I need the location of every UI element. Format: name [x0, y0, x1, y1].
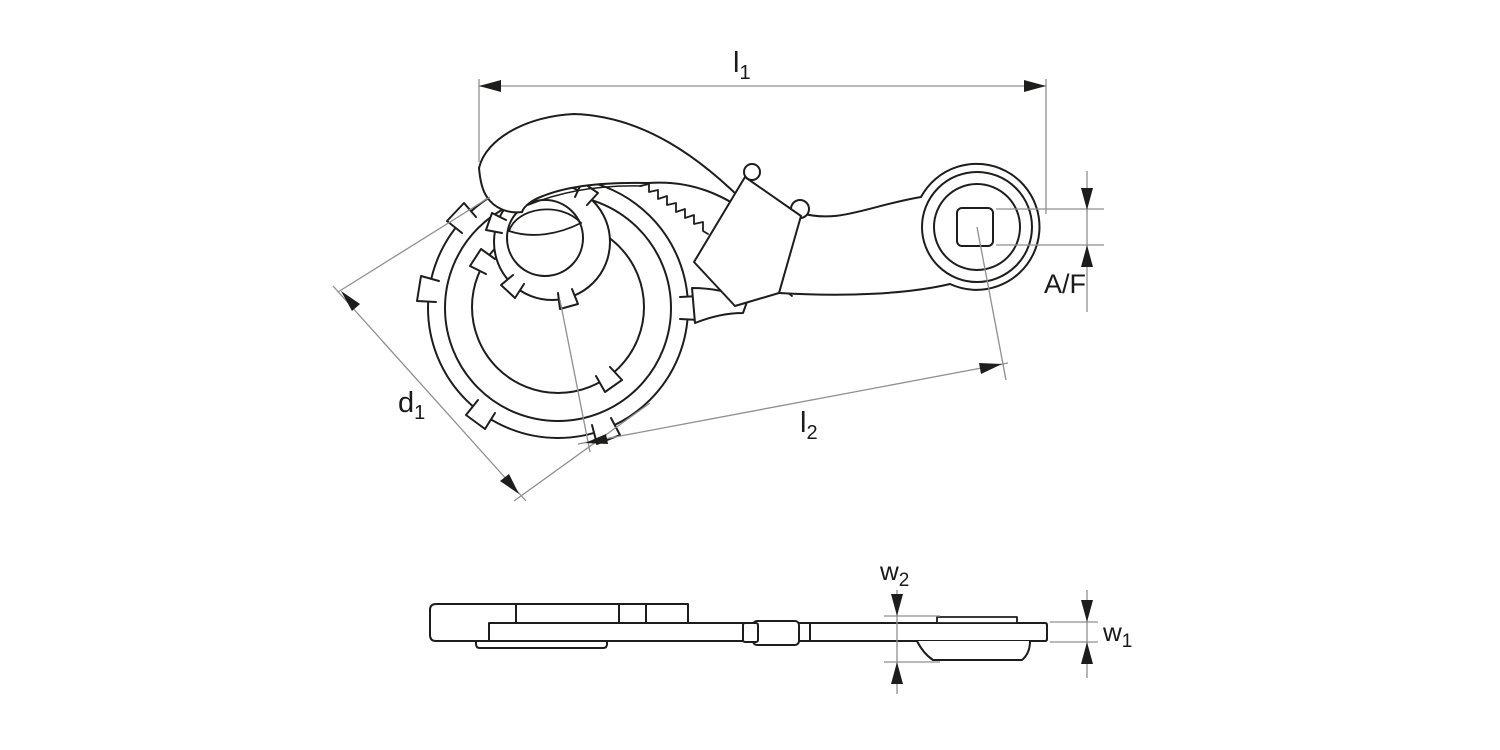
side-head-block [429, 603, 689, 642]
pivot-cam-arc [508, 208, 582, 232]
hook-arm-crescent [478, 113, 767, 229]
d1-extension-upper [337, 196, 491, 293]
l2-arrow-left [585, 434, 608, 444]
side-view [429, 603, 1048, 661]
dimension-labels: l1 d1 l2 A/F w2 w1 [398, 47, 1132, 652]
drive-boss-circle-mid [921, 171, 1033, 283]
handle [778, 162, 1041, 296]
slider-ear-top [743, 163, 761, 181]
dimension-arrowheads [341, 80, 1093, 684]
l1-arrow-right [1024, 80, 1046, 92]
pivot-bore-circle [506, 199, 584, 277]
w2-arrow-bottom [891, 662, 903, 684]
ring-tab-left [416, 275, 440, 303]
drive-boss-circle-inner [933, 183, 1021, 271]
square-drive-hole [956, 207, 994, 247]
adjuster-slider [693, 176, 802, 307]
nut-face-tab-lower-right [595, 366, 623, 393]
side-drive-boss [916, 640, 1031, 661]
w1-arrow-bottom [1081, 642, 1093, 664]
d1-arrow-lower [500, 474, 519, 494]
adjust-ring-tab-lower-left [500, 274, 525, 299]
label-l2: l2 [800, 407, 818, 444]
hook-arm-band-line [527, 185, 643, 206]
side-bottom-plate [475, 640, 608, 649]
adjust-ring-tab-left [485, 212, 507, 234]
w2-arrow-top [891, 594, 903, 616]
d1-arrow-upper [341, 291, 360, 311]
d1-extension-lower [513, 402, 651, 502]
l2-leader-square-center [976, 226, 1007, 381]
l2-leader-ring-center [559, 299, 591, 453]
label-l1: l1 [733, 47, 751, 84]
label-d1: d1 [398, 387, 425, 424]
d1-dimension-line [332, 285, 527, 502]
dimension-lines [332, 79, 1104, 694]
label-w2: w2 [879, 556, 909, 591]
ring-tab-lower-left [465, 399, 496, 430]
l2-dimension-line [577, 362, 1009, 445]
adjust-ring-tab-bottom [557, 288, 579, 310]
af-arrow-bottom [1081, 245, 1093, 267]
side-pivot-housing [752, 620, 800, 646]
label-w1: w1 [1102, 617, 1132, 652]
rack-teeth-upper [639, 183, 709, 235]
nut-face-tab-upper-left [469, 248, 496, 275]
label-af: A/F [1044, 269, 1086, 299]
w1-arrow-top [1081, 600, 1093, 622]
side-raised-plate [936, 616, 1018, 624]
l2-arrow-right [979, 363, 1002, 374]
side-latch [742, 622, 759, 643]
af-arrow-top [1081, 188, 1093, 210]
main-view [416, 113, 1041, 445]
adjust-ring-tab-top-right [574, 181, 599, 206]
l1-arrow-left [479, 80, 501, 92]
pivot-cam-chord [508, 222, 582, 236]
